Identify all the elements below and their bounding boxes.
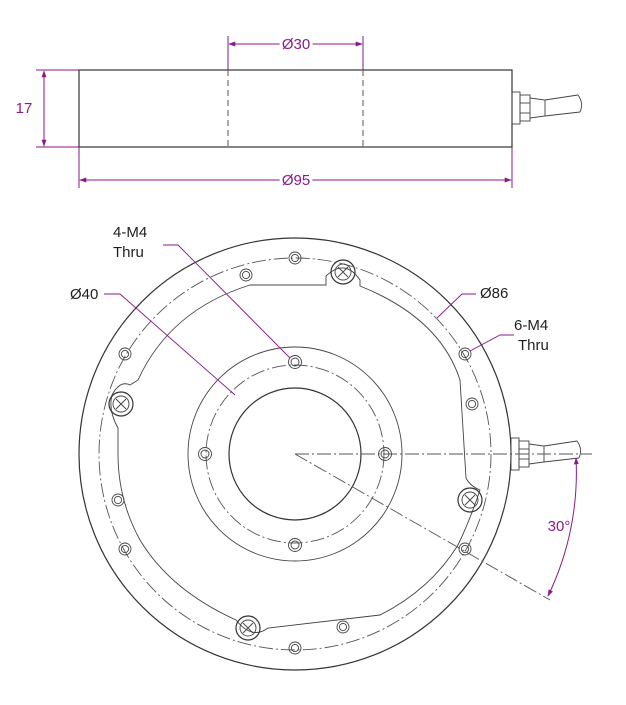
- inner-hole: [288, 355, 302, 369]
- inner-bolt-circle-label: Ø40: [70, 286, 98, 303]
- diameter-dim-label: Ø95: [282, 172, 310, 189]
- height-dimension: 17: [16, 69, 79, 148]
- diameter-dimension: Ø95: [78, 147, 513, 192]
- screw-icon: [108, 391, 134, 417]
- screw-icon: [235, 615, 261, 641]
- outer-holes-label-line2: Thru: [518, 337, 549, 354]
- inner-holes-label-line2: Thru: [113, 244, 144, 261]
- side-cable-gland: [511, 91, 583, 125]
- screws: [108, 259, 483, 641]
- inner-holes: [198, 355, 392, 552]
- plan-view: 30° Ø40 4-M4 Thru Ø86 6-M4 Thru: [70, 224, 592, 671]
- screw-icon: [457, 487, 483, 513]
- inner-holes-label-line1: 4-M4: [113, 224, 147, 241]
- inner-hole: [288, 538, 302, 552]
- angle-arc: [547, 457, 579, 597]
- angle-dim-label: 30°: [548, 518, 571, 535]
- bore-dimension: Ø30: [227, 33, 364, 70]
- angled-centerline: [294, 453, 551, 601]
- flange-outline: [110, 267, 481, 633]
- outer-bolt-circle: [98, 257, 492, 651]
- side-body: [78, 69, 513, 148]
- outer-holes: [111, 251, 479, 655]
- outer-holes-label-line1: 6-M4: [514, 317, 548, 334]
- screw-icon: [330, 259, 356, 285]
- height-dim-label: 17: [16, 100, 33, 117]
- side-view: Ø30 17 Ø95: [16, 33, 583, 192]
- inner-hole: [198, 447, 212, 461]
- bore-dim-label: Ø30: [282, 36, 310, 53]
- outer-bolt-circle-label: Ø86: [480, 285, 508, 302]
